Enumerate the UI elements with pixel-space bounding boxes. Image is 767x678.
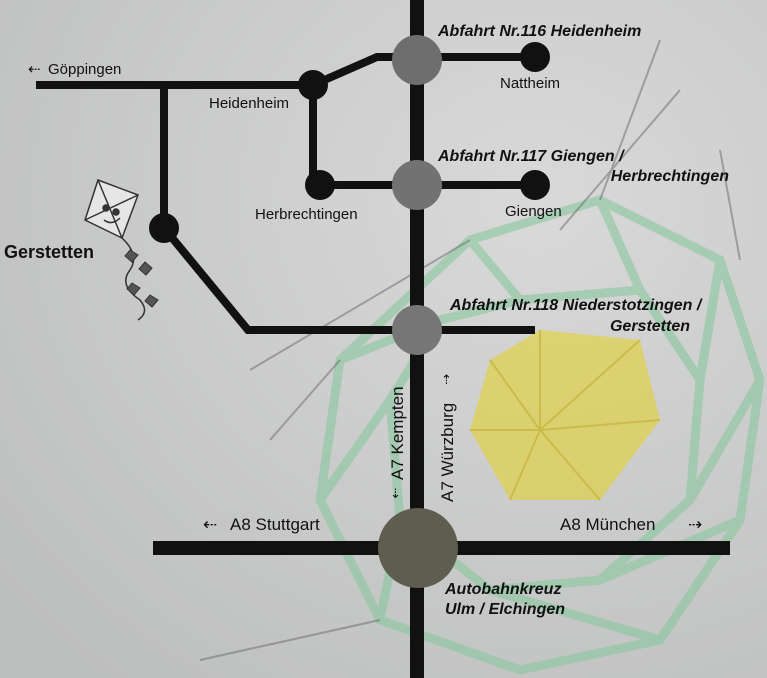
town-dot-giengen bbox=[520, 170, 550, 200]
label-nattheim: Nattheim bbox=[500, 75, 560, 92]
arrow-down-icon: ⇣ bbox=[390, 486, 401, 501]
label-a7-kempten: A7 Kempten bbox=[388, 386, 407, 480]
town-dot-herbrechtingen bbox=[305, 170, 335, 200]
road-heidenheim-nattheim bbox=[311, 53, 535, 89]
junction-exit-116 bbox=[392, 35, 442, 85]
junction-autobahnkreuz bbox=[378, 508, 458, 588]
label-exit-118-line2: Gerstetten bbox=[610, 318, 690, 335]
junction-exit-118 bbox=[392, 305, 442, 355]
label-heidenheim: Heidenheim bbox=[209, 95, 289, 112]
label-gerstetten: Gerstetten bbox=[4, 242, 94, 262]
label-exit-118-line1: Abfahrt Nr.118 Niederstotzingen / bbox=[449, 297, 703, 314]
town-dot-heidenheim bbox=[298, 70, 328, 100]
label-herbrechtingen: Herbrechtingen bbox=[255, 206, 358, 223]
kite-icon bbox=[84, 179, 159, 321]
junctions bbox=[378, 35, 458, 588]
arrow-left-icon: ⇠ bbox=[203, 515, 217, 534]
label-exit-116: Abfahrt Nr.116 Heidenheim bbox=[437, 23, 641, 40]
label-a7-wurzburg: A7 Würzburg bbox=[438, 403, 457, 502]
arrow-left-icon: ⇠ bbox=[28, 61, 41, 78]
arrow-right-icon: ⇢ bbox=[688, 515, 702, 534]
label-goppingen: Göppingen bbox=[48, 61, 121, 78]
label-exit-117-line1: Abfahrt Nr.117 Giengen / bbox=[437, 148, 625, 165]
junction-exit-117 bbox=[392, 160, 442, 210]
label-kreuz-line1: Autobahnkreuz bbox=[444, 581, 561, 598]
arrow-up-icon: ⇡ bbox=[441, 372, 452, 387]
town-dot-gerstetten bbox=[149, 213, 179, 243]
label-giengen: Giengen bbox=[505, 203, 562, 220]
town-dots bbox=[149, 42, 550, 243]
label-exit-117-line2: Herbrechtingen bbox=[611, 168, 729, 185]
road-gerstetten bbox=[160, 85, 535, 334]
label-a8-munchen: A8 München bbox=[560, 515, 655, 534]
town-dot-nattheim bbox=[520, 42, 550, 72]
label-a8-stuttgart: A8 Stuttgart bbox=[230, 515, 320, 534]
label-kreuz-line2: Ulm / Elchingen bbox=[445, 601, 565, 618]
